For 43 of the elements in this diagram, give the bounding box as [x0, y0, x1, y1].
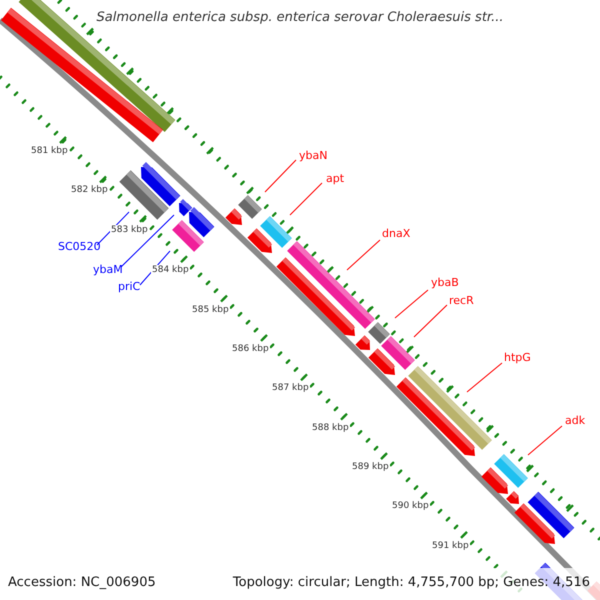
gene-feature	[238, 195, 262, 219]
scale-label: 586 kbp	[231, 344, 270, 355]
scale-label: 589 kbp	[351, 462, 390, 474]
gene-label: adk	[565, 415, 586, 426]
leader-line	[264, 160, 296, 192]
gene-label: dnaX	[382, 228, 410, 239]
leader-line	[96, 212, 130, 246]
gene-feature	[408, 366, 492, 450]
leader-line	[466, 362, 502, 392]
gene-label: ybaM	[93, 264, 123, 275]
scale-label: 582 kbp	[70, 185, 109, 196]
gene-feature	[368, 322, 390, 344]
scale-label: 584 kbp	[151, 265, 190, 276]
scale-label: 591 kbp	[431, 540, 470, 552]
gene-feature	[119, 170, 169, 220]
leader-line	[394, 290, 428, 318]
scale-label: 583 kbp	[110, 224, 149, 236]
leader-line	[414, 304, 448, 338]
gene-label: SC0520	[58, 241, 101, 252]
summary-text: Topology: circular; Length: 4,755,700 bp; Genes: 4,516	[232, 576, 590, 589]
gene-label: ybaN	[299, 150, 328, 161]
scale-label: 581 kbp	[30, 146, 69, 158]
gene-label: apt	[326, 173, 344, 184]
scale-label: 588 kbp	[311, 422, 350, 434]
gene-feature	[287, 241, 375, 329]
gene-feature	[494, 454, 528, 488]
scale-label: 590 kbp	[391, 501, 430, 512]
gene-label: ybaB	[431, 277, 459, 288]
gene-feature	[172, 220, 204, 252]
gene-label: htpG	[504, 352, 531, 363]
leader-line	[120, 214, 174, 268]
gene-feature	[260, 216, 292, 248]
gene-feature	[381, 336, 415, 370]
gene-feature	[179, 199, 192, 216]
scale-label: 585 kbp	[191, 304, 230, 316]
gene-label: recR	[449, 295, 474, 306]
scale-label: 587 kbp	[271, 383, 310, 394]
leader-line	[528, 426, 562, 456]
leader-line	[346, 240, 380, 270]
title: Salmonella enterica subsp. enterica serovar Choleraesuis str...	[96, 10, 504, 25]
leader-line	[290, 182, 322, 216]
accession-text: Accession: NC_006905	[8, 576, 156, 589]
gene-label: priC	[118, 281, 140, 292]
